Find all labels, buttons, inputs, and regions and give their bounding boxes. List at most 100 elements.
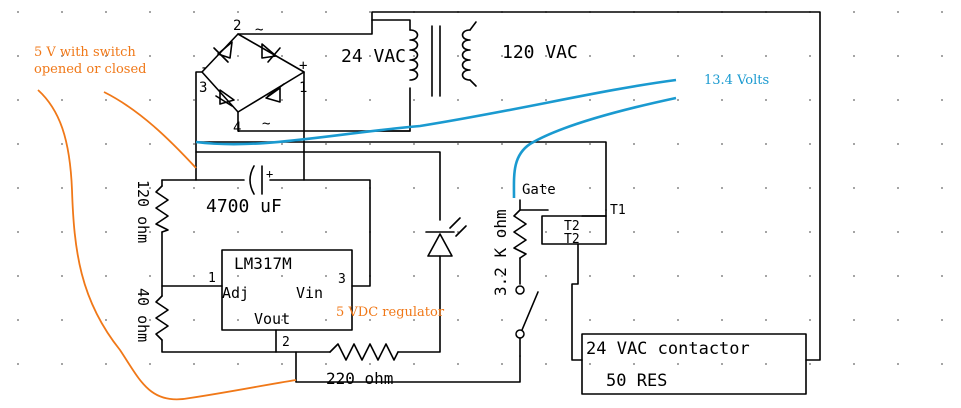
- grid-dot: [325, 55, 327, 57]
- grid-dot: [765, 275, 767, 277]
- grid-dot: [325, 231, 327, 233]
- grid-dot: [413, 187, 415, 189]
- grid-dot: [193, 55, 195, 57]
- grid-dot: [633, 275, 635, 277]
- grid-dot: [809, 363, 811, 365]
- grid-dot: [941, 99, 943, 101]
- regulator-adj: Adj: [222, 284, 249, 302]
- grid-dot: [369, 143, 371, 145]
- grid-dot: [149, 231, 151, 233]
- grid-dot: [457, 275, 459, 277]
- led: [425, 217, 467, 257]
- grid-dot: [193, 231, 195, 233]
- grid-dot: [105, 11, 107, 13]
- grid-dot: [809, 319, 811, 321]
- grid-dot: [677, 319, 679, 321]
- grid-dot: [61, 99, 63, 101]
- grid-dot: [369, 11, 371, 13]
- grid-dot: [237, 363, 239, 365]
- grid-dot: [853, 143, 855, 145]
- resistor-3k2-label: 3.2 K ohm: [491, 209, 510, 296]
- grid-dot: [17, 55, 19, 57]
- bridge-pin-2: 2: [233, 18, 241, 34]
- grid-dot: [457, 187, 459, 189]
- grid-dot: [457, 319, 459, 321]
- grid-dot: [17, 231, 19, 233]
- grid-dot: [897, 143, 899, 145]
- grid-dot: [501, 319, 503, 321]
- grid-dot: [369, 55, 371, 57]
- grid-dot: [897, 319, 899, 321]
- grid-dot: [105, 363, 107, 365]
- grid-dot: [589, 143, 591, 145]
- grid-dot: [545, 143, 547, 145]
- transformer: [409, 21, 477, 97]
- grid-dot: [193, 363, 195, 365]
- grid-dot: [237, 319, 239, 321]
- grid-dot: [545, 319, 547, 321]
- grid-dot: [589, 363, 591, 365]
- grid-dot: [325, 187, 327, 189]
- capacitor-4700uf: [249, 165, 263, 195]
- grid-dot: [853, 187, 855, 189]
- grid-dot: [61, 363, 63, 365]
- grid-dot: [325, 11, 327, 13]
- orange-pointer: [103, 91, 197, 169]
- grid-dot: [105, 187, 107, 189]
- bridge-pin-1: 1: [299, 80, 307, 96]
- grid-dot: [677, 275, 679, 277]
- grid-dot: [721, 231, 723, 233]
- grid-dot: [193, 187, 195, 189]
- regulator-vin: Vin: [296, 284, 323, 302]
- grid-dot: [809, 187, 811, 189]
- grid-dot: [633, 319, 635, 321]
- grid-dot: [325, 275, 327, 277]
- bridge-diodes: [213, 41, 285, 107]
- volts-note: 13.4 Volts: [704, 73, 769, 88]
- grid-dot: [809, 55, 811, 57]
- grid-dot: [281, 11, 283, 13]
- grid-dot: [413, 99, 415, 101]
- grid-dot: [237, 11, 239, 13]
- grid-dot: [721, 319, 723, 321]
- grid-dot: [61, 319, 63, 321]
- grid-dot: [721, 99, 723, 101]
- bridge-pin-2-mark: ~: [255, 22, 263, 38]
- grid-dot: [17, 363, 19, 365]
- grid-dot: [633, 187, 635, 189]
- capacitor-plus: +: [266, 167, 273, 181]
- grid-dot: [413, 275, 415, 277]
- grid-dot: [677, 363, 679, 365]
- regulator-pin-2: 2: [282, 335, 290, 350]
- triac-t2: T2: [564, 219, 580, 234]
- resistor-40-label: 40 ohm: [134, 288, 152, 342]
- grid-dot: [17, 187, 19, 189]
- grid-dot: [545, 231, 547, 233]
- grid-dot: [281, 363, 283, 365]
- grid-dot: [237, 275, 239, 277]
- switch: [515, 285, 539, 357]
- grid-dot: [941, 187, 943, 189]
- grid-dot: [501, 275, 503, 277]
- grid-dot: [721, 143, 723, 145]
- secondary-voltage-label: 24 VAC: [341, 46, 406, 67]
- grid-dot: [17, 319, 19, 321]
- grid-dot: [853, 231, 855, 233]
- grid-dot: [281, 99, 283, 101]
- grid-dot: [853, 11, 855, 13]
- grid-dot: [897, 99, 899, 101]
- grid-dot: [149, 55, 151, 57]
- grid-dot: [765, 231, 767, 233]
- grid-dot: [897, 55, 899, 57]
- grid-dot: [501, 363, 503, 365]
- grid-dot: [853, 319, 855, 321]
- grid-dot: [17, 99, 19, 101]
- grid-dot: [721, 187, 723, 189]
- regulator-pin-1: 1: [208, 271, 216, 286]
- blue-trace-lower: [512, 96, 677, 199]
- grid-dot: [589, 275, 591, 277]
- grid-dot: [105, 143, 107, 145]
- grid-dot: [501, 187, 503, 189]
- grid-dot: [61, 11, 63, 13]
